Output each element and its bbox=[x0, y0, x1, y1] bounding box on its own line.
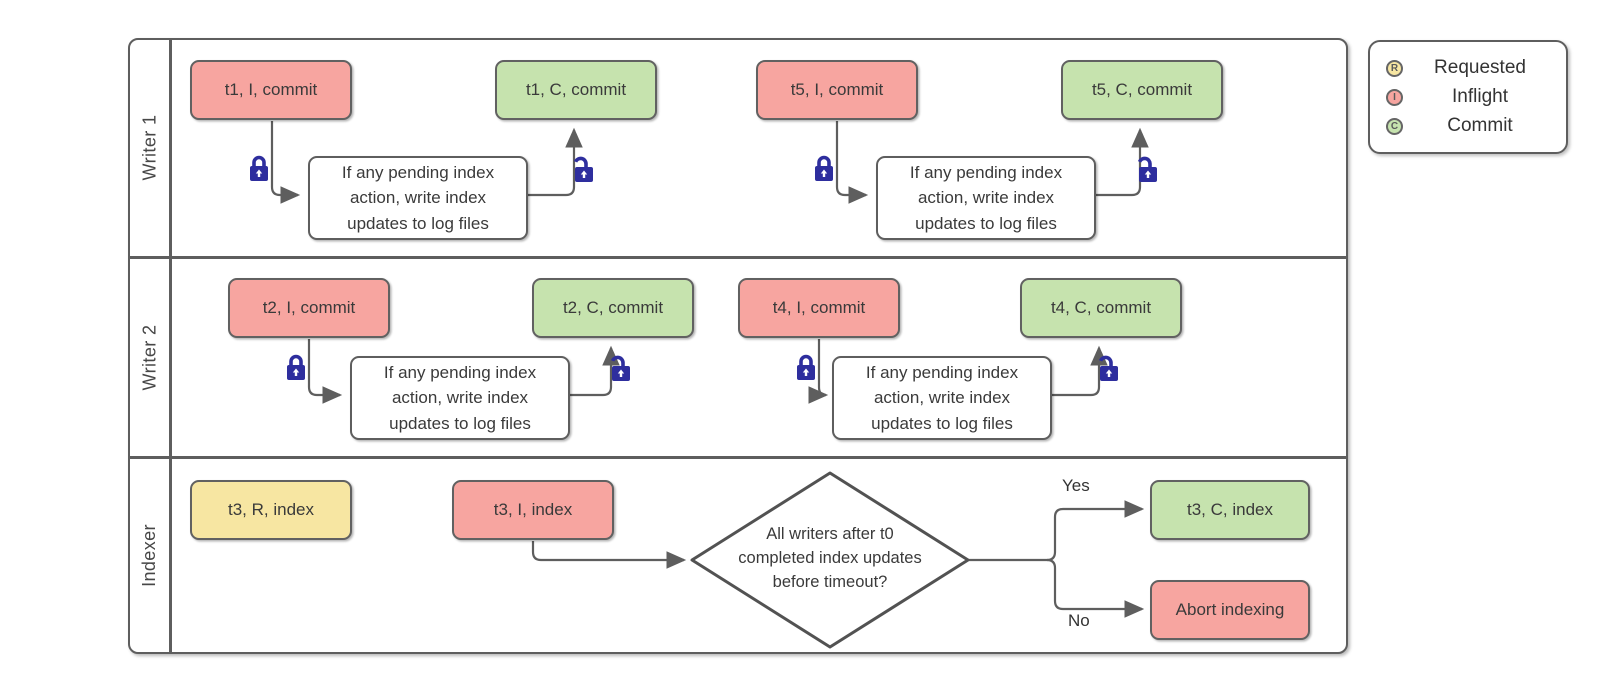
process-note: If any pending index action, write index… bbox=[350, 356, 570, 440]
note-line: updates to log files bbox=[915, 213, 1057, 233]
inflight-state-icon: I bbox=[1386, 88, 1403, 106]
lane-separator bbox=[130, 456, 1346, 459]
note-line: updates to log files bbox=[347, 213, 489, 233]
lane-label-divider bbox=[169, 40, 172, 652]
no-label: No bbox=[1068, 611, 1090, 630]
lane-label-writer-2: Writer 2 bbox=[130, 259, 169, 456]
legend-item-requested: R Requested bbox=[1386, 57, 1554, 79]
note-line: If any pending index bbox=[865, 362, 1019, 382]
note-line: action, write index bbox=[391, 388, 529, 408]
lock-open-icon bbox=[1137, 156, 1157, 182]
process-note: If any pending index action, write index… bbox=[308, 156, 528, 240]
decision-line: All writers after t0 bbox=[766, 525, 894, 543]
note-line: If any pending index bbox=[909, 162, 1063, 182]
lock-closed-icon bbox=[250, 155, 268, 181]
process-note: If any pending index action, write index… bbox=[876, 156, 1096, 240]
state-box-label: t3, R, index bbox=[228, 500, 314, 519]
lane-label-text: Writer 2 bbox=[139, 324, 159, 391]
state-box-label: t4, I, commit bbox=[772, 298, 866, 317]
decision-line: completed index updates bbox=[738, 548, 922, 567]
lock-open-icon bbox=[1098, 355, 1118, 381]
state-box-label: t2, I, commit bbox=[262, 298, 356, 317]
state-box-label: t3, C, index bbox=[1187, 500, 1273, 519]
state-box-label: t5, C, commit bbox=[1091, 80, 1193, 99]
state-box-label: t5, I, commit bbox=[790, 80, 884, 99]
state-box-label: t4, C, commit bbox=[1050, 298, 1152, 317]
lane-label-text: Writer 1 bbox=[139, 114, 159, 180]
state-box-t4-commit: t4, C, commit bbox=[1020, 278, 1182, 338]
note-line: updates to log files bbox=[389, 413, 531, 433]
legend-item-inflight: I Inflight bbox=[1386, 86, 1554, 108]
legend-item-commit: C Commit bbox=[1386, 115, 1554, 137]
legend-label: Commit bbox=[1447, 115, 1513, 136]
lock-closed-icon bbox=[815, 155, 833, 181]
state-box-label: t1, I, commit bbox=[224, 80, 318, 99]
lane-separator bbox=[130, 256, 1346, 259]
lock-closed-icon bbox=[287, 354, 305, 380]
state-box-t4-inflight: t4, I, commit bbox=[738, 278, 900, 338]
state-box-t5-commit: t5, C, commit bbox=[1061, 60, 1223, 120]
yes-label: Yes bbox=[1062, 476, 1090, 495]
state-box-label: t3, I, index bbox=[493, 500, 573, 519]
state-box-t5-inflight: t5, I, commit bbox=[756, 60, 918, 120]
lane-label-text: Indexer bbox=[139, 524, 159, 587]
state-box-t1-commit: t1, C, commit bbox=[495, 60, 657, 120]
legend: R Requested I Inflight C Commit bbox=[1368, 40, 1568, 154]
note-line: action, write index bbox=[873, 388, 1011, 408]
state-box-label: Abort indexing bbox=[1175, 600, 1285, 619]
decision-text: All writers after t0 completed index upd… bbox=[705, 523, 955, 595]
legend-label: Requested bbox=[1434, 57, 1526, 78]
lane-label-indexer: Indexer bbox=[130, 459, 169, 652]
note-line: action, write index bbox=[917, 188, 1055, 208]
state-box-t1-inflight: t1, I, commit bbox=[190, 60, 352, 120]
state-box-label: t2, C, commit bbox=[562, 298, 664, 317]
requested-state-icon: R bbox=[1386, 59, 1403, 77]
state-box-t3-requested: t3, R, index bbox=[190, 480, 352, 540]
lock-open-icon bbox=[573, 156, 593, 182]
state-box-t3-commit: t3, C, index bbox=[1150, 480, 1310, 540]
state-box-label: t1, C, commit bbox=[525, 80, 627, 99]
note-line: If any pending index bbox=[383, 362, 537, 382]
state-box-t3-inflight: t3, I, index bbox=[452, 480, 614, 540]
note-line: updates to log files bbox=[871, 413, 1013, 433]
note-line: action, write index bbox=[349, 188, 487, 208]
state-box-t2-commit: t2, C, commit bbox=[532, 278, 694, 338]
process-note: If any pending index action, write index… bbox=[832, 356, 1052, 440]
commit-state-icon: C bbox=[1386, 117, 1403, 135]
lane-label-writer-1: Writer 1 bbox=[130, 38, 169, 256]
lock-closed-icon bbox=[797, 354, 815, 380]
state-box-abort-indexing: Abort indexing bbox=[1150, 580, 1310, 640]
decision-line: before timeout? bbox=[772, 572, 888, 591]
state-box-t2-inflight: t2, I, commit bbox=[228, 278, 390, 338]
note-line: If any pending index bbox=[341, 162, 495, 182]
legend-label: Inflight bbox=[1452, 86, 1508, 107]
lock-open-icon bbox=[610, 355, 630, 381]
